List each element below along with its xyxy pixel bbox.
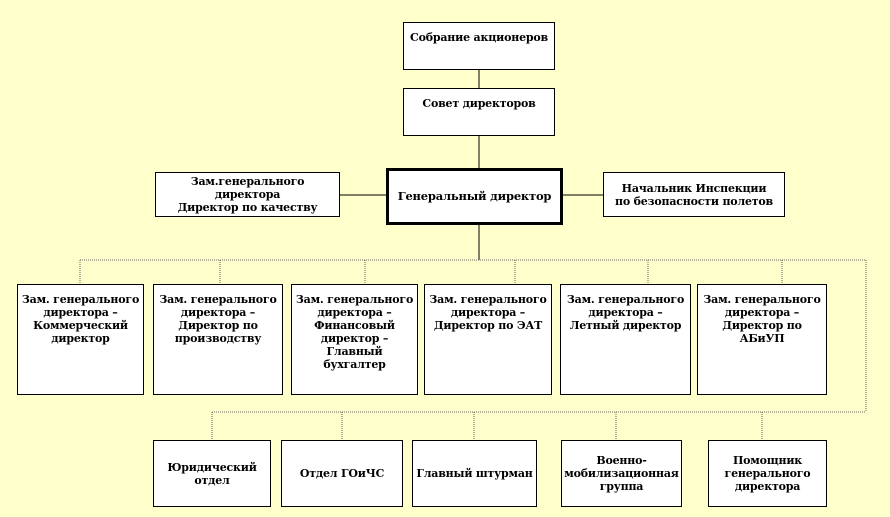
- node-label: Начальник Инспекции по безопасности поле…: [614, 181, 773, 208]
- node-label: Военно- мобилизационная группа: [564, 454, 679, 493]
- node-label: Главный штурман: [416, 467, 533, 480]
- node-shareholders: Собрание акционеров: [403, 22, 555, 70]
- node-navigator: Главный штурман: [412, 440, 537, 507]
- node-legal: Юридический отдел: [153, 440, 271, 507]
- node-label: Зам. генерального директора – Директор п…: [159, 293, 277, 345]
- node-deputy-eat: Зам. генерального директора – Директор п…: [424, 284, 552, 395]
- node-label: Собрание акционеров: [410, 31, 548, 44]
- node-label: Зам. генерального директора – Директор п…: [703, 293, 821, 345]
- node-board: Совет директоров: [403, 88, 555, 136]
- node-ceo: Генеральный директор: [386, 168, 563, 225]
- node-deputy-finance: Зам. генерального директора – Финансовый…: [291, 284, 418, 395]
- node-label: Юридический отдел: [167, 460, 257, 487]
- node-deputy-quality: Зам.генерального директора Директор по к…: [155, 172, 340, 217]
- node-deputy-abiup: Зам. генерального директора – Директор п…: [697, 284, 827, 395]
- node-assistant: Помощник генерального директора: [708, 440, 827, 507]
- node-deputy-commercial: Зам. генерального директора – Коммерческ…: [17, 284, 144, 395]
- node-flight-safety: Начальник Инспекции по безопасности поле…: [603, 172, 785, 217]
- node-deputy-flight: Зам. генерального директора – Летный дир…: [560, 284, 691, 395]
- node-label: Помощник генерального директора: [724, 454, 811, 493]
- node-label: Зам. генерального директора – Летный дир…: [566, 293, 685, 332]
- node-label: Генеральный директор: [397, 189, 552, 203]
- node-label: Зам. генерального директора – Коммерческ…: [21, 293, 140, 345]
- node-military: Военно- мобилизационная группа: [561, 440, 682, 507]
- node-deputy-production: Зам. генерального директора – Директор п…: [153, 284, 283, 395]
- node-label: Совет директоров: [422, 97, 536, 110]
- node-label: Отдел ГОиЧС: [299, 467, 385, 480]
- node-label: Зам. генерального директора – Финансовый…: [295, 293, 414, 371]
- node-gochs: Отдел ГОиЧС: [281, 440, 403, 507]
- node-label: Зам.генерального директора Директор по к…: [177, 175, 318, 214]
- node-label: Зам. генерального директора – Директор п…: [429, 293, 547, 332]
